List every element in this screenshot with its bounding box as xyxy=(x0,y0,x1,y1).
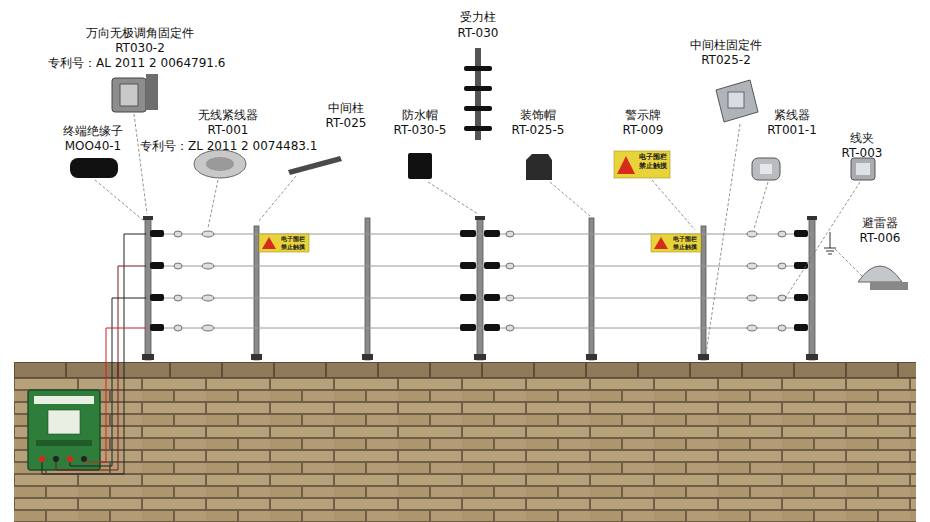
part-label: RT025-2 xyxy=(701,53,751,68)
part-label: 线夹 xyxy=(850,131,874,146)
part-label: 避雷器 xyxy=(862,216,898,231)
part-label: RT-003 xyxy=(842,146,883,161)
sign-text: 电子围栏 禁止触摸 xyxy=(670,235,700,250)
part-label: 中间柱固定件 xyxy=(690,38,762,53)
part-label: 专利号：AL 2011 2 0064791.6 xyxy=(48,56,225,71)
part-label: RT-009 xyxy=(623,123,664,138)
part-label: RT-025 xyxy=(326,116,367,131)
part-label: 中间柱 xyxy=(328,101,364,116)
part-label: 装饰帽 xyxy=(520,108,556,123)
sign-text: 电子围栏 禁止触摸 xyxy=(278,235,308,250)
part-label: 警示牌 xyxy=(625,108,661,123)
part-label: 万向无极调角固定件 xyxy=(86,26,194,41)
part-label: 专利号：ZL 2011 2 0074483.1 xyxy=(140,139,317,154)
part-label: 紧线器 xyxy=(774,108,810,123)
sign-text: 电子围栏 禁止触摸 xyxy=(636,153,669,170)
part-label: 无线紧线器 xyxy=(198,108,258,123)
part-label: 受力柱 xyxy=(460,10,496,25)
part-label: 终端绝缘子 xyxy=(63,124,123,139)
part-label: RT001-1 xyxy=(767,123,817,138)
part-label: RT-030-5 xyxy=(394,123,447,138)
part-label: RT030-2 xyxy=(115,41,165,56)
part-label: RT-030 xyxy=(458,26,499,41)
part-label: RT-006 xyxy=(860,231,901,246)
part-label: MOO40-1 xyxy=(65,139,121,154)
part-label: 防水帽 xyxy=(402,108,438,123)
part-label: RT-001 xyxy=(208,123,249,138)
part-label: RT-025-5 xyxy=(512,123,565,138)
